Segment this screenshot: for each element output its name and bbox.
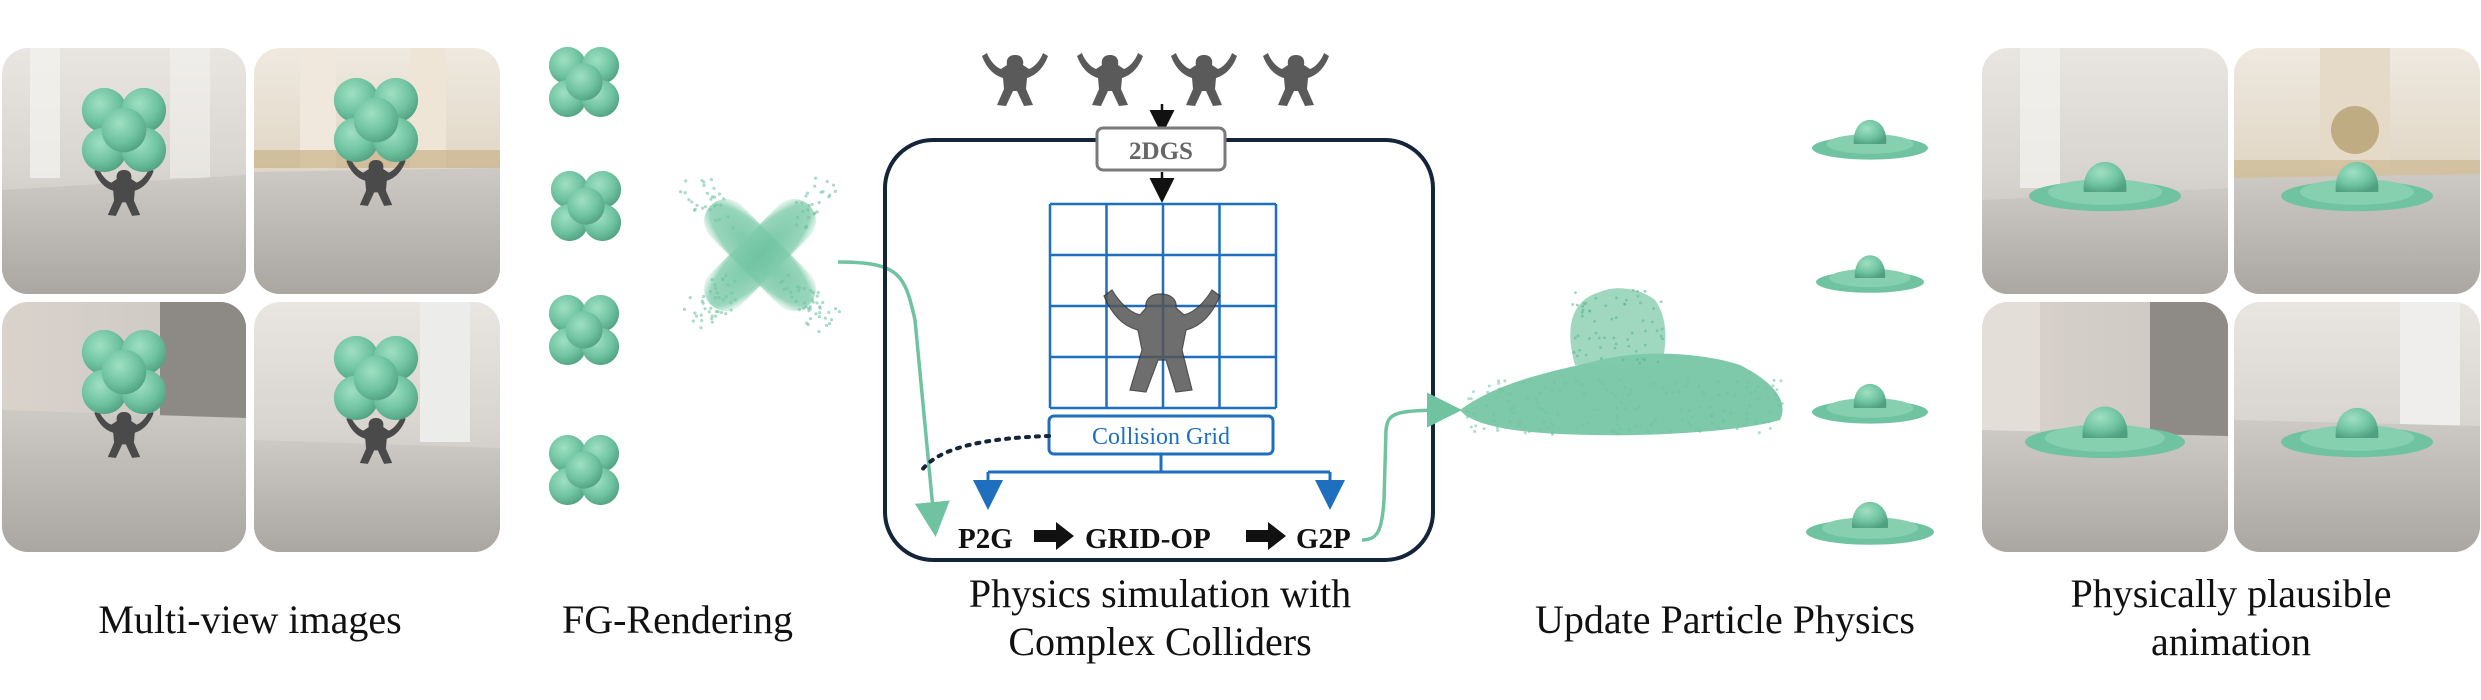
caption-update: Update Particle Physics [1480,596,1970,644]
gorilla-collider-icon [982,53,1048,106]
caption-update-text: Update Particle Physics [1535,597,1915,642]
green-splash-mound [1806,501,1934,545]
gorilla-figure [94,410,154,458]
green-clover-blob [548,294,620,366]
particle-cross-speckle [678,176,842,334]
green-splash-mound [2025,406,2185,458]
grid-op-label: GRID-OP [1085,523,1211,555]
green-clover-blob [548,434,620,506]
fg-rendering-column [548,46,622,506]
gorilla-figure [346,416,406,464]
update-splash-column [1806,119,1934,545]
green-clover-blob [81,329,167,415]
green-clover-blob [333,77,419,163]
collision-grid-label: Collision Grid [1092,424,1230,450]
2dgs-label: 2DGS [1129,138,1193,165]
p2g-label: P2G [958,523,1013,555]
collision-grid-box: Collision Grid [1047,414,1275,456]
caption-physics-line1: Physics simulation with [968,571,1352,616]
green-clover-blob [548,46,620,118]
multiview-objects [81,77,419,464]
gorilla-figure [346,158,406,206]
collider-icons [982,53,1329,106]
g2p-label: G2P [1296,523,1351,555]
flow-arrow-to-p2g [837,260,950,537]
particle-splash-speckle [1465,288,1784,436]
caption-plausible-line1: Physically plausible [2070,571,2392,616]
caption-multiview-text: Multi-view images [98,597,402,642]
collider-pointcloud [1103,289,1221,393]
multiview-image-1 [2,48,246,294]
green-splash-mound [1812,383,1928,424]
caption-physics: Physics simulation with Complex Collider… [870,570,1450,666]
green-clover-blob [81,87,167,173]
gorilla-figure [94,168,154,216]
gorilla-collider-icon [1077,53,1143,106]
green-clover-blob [333,335,419,421]
caption-fg-rendering-text: FG-Rendering [561,597,794,642]
particle-splash [1460,288,1783,436]
flow-arrow-to-particles [1361,392,1462,542]
result-objects [2025,161,2433,458]
gorilla-collider-icon [1171,53,1237,106]
right-arrow-icon [1246,522,1286,550]
multiview-image-2 [254,48,500,294]
2dgs-box: 2DGS [1095,126,1227,172]
gorilla-collider-icon [1263,53,1329,106]
green-splash-mound [2029,161,2181,212]
green-splash-mound [2281,407,2433,458]
caption-plausible-line2: animation [2151,619,2311,664]
green-splash-mound [2281,161,2433,212]
green-splash-mound [1812,119,1928,160]
green-clover-blob [550,170,622,242]
collision-dotted-link [920,434,1051,472]
caption-fg-rendering: FG-Rendering [500,596,855,644]
grid-branch-arrows [973,454,1345,510]
caption-multiview: Multi-view images [0,596,500,644]
caption-physics-line2: Complex Colliders [1008,619,1312,664]
right-arrow-icon [1034,522,1074,550]
caption-plausible: Physically plausible animation [1982,570,2480,666]
green-splash-mound [1816,255,1924,293]
